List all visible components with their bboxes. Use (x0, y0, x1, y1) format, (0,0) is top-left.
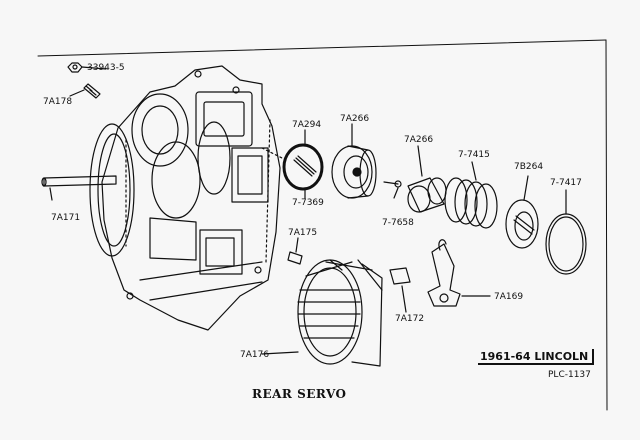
transmission-case (89, 65, 281, 331)
spring-retainer (505, 175, 539, 249)
model-plate: 1961-64 LINCOLN (478, 349, 595, 365)
label-7A178: 7A178 (43, 97, 73, 107)
label-7A294: 7A294 (292, 120, 322, 130)
label-7A266-cup: 7A266 (404, 135, 434, 145)
label-7A169: 7A169 (494, 292, 524, 302)
coil-spring (444, 161, 498, 229)
plate-reference: PLC-1137 (548, 370, 591, 380)
label-7-7658: 7-7658 (382, 218, 414, 228)
label-7A171: 7A171 (51, 213, 81, 223)
band-strut (389, 267, 411, 313)
label-7A266-piston: 7A266 (340, 114, 370, 124)
label-7A172: 7A172 (395, 314, 425, 324)
label-7A175: 7A175 (288, 228, 318, 238)
circled-spring (261, 129, 324, 199)
diagram-title: REAR SERVO (252, 387, 347, 401)
snap-ring (545, 189, 587, 275)
servo-piston (331, 123, 377, 199)
label-7-7417: 7-7417 (550, 178, 582, 188)
label-7A176: 7A176 (240, 350, 270, 360)
stud-part (69, 83, 101, 99)
pin-part (383, 180, 402, 199)
nut-part (67, 62, 107, 73)
label-7B264: 7B264 (514, 162, 544, 172)
label-7-7415: 7-7415 (458, 150, 490, 160)
shaft-part (41, 175, 117, 201)
rear-band (261, 259, 383, 367)
label-7-7369: 7-7369 (292, 198, 324, 208)
frame-top-line (37, 39, 607, 57)
frame-right-line (605, 39, 608, 411)
anchor-strut (287, 237, 303, 265)
servo-cup (407, 145, 447, 213)
actuating-lever (427, 239, 491, 307)
label-33943-5: 33943-5 (87, 63, 125, 73)
